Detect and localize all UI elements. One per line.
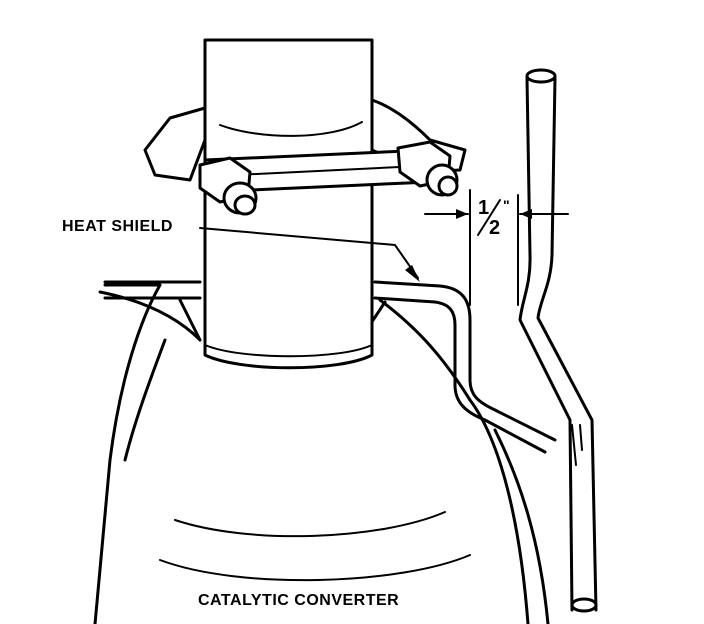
heat-shield-arrowhead — [405, 265, 420, 282]
exhaust-pipe — [203, 38, 374, 370]
pipe-clamp — [143, 98, 467, 216]
clearance-numerator: 1 — [478, 197, 489, 219]
heat-shield — [103, 280, 557, 454]
catalytic-converter-label: CATALYTIC CONVERTER — [198, 592, 399, 609]
clearance-inch-mark: " — [503, 197, 510, 213]
clamp-nut-right — [396, 140, 459, 197]
adjacent-pipe — [518, 68, 598, 613]
clearance-dimension: 1 2 " — [424, 189, 569, 306]
clamp-nut-left — [198, 156, 258, 216]
heat-shield-label: HEAT SHIELD — [62, 218, 173, 235]
clearance-denominator: 2 — [489, 217, 500, 239]
